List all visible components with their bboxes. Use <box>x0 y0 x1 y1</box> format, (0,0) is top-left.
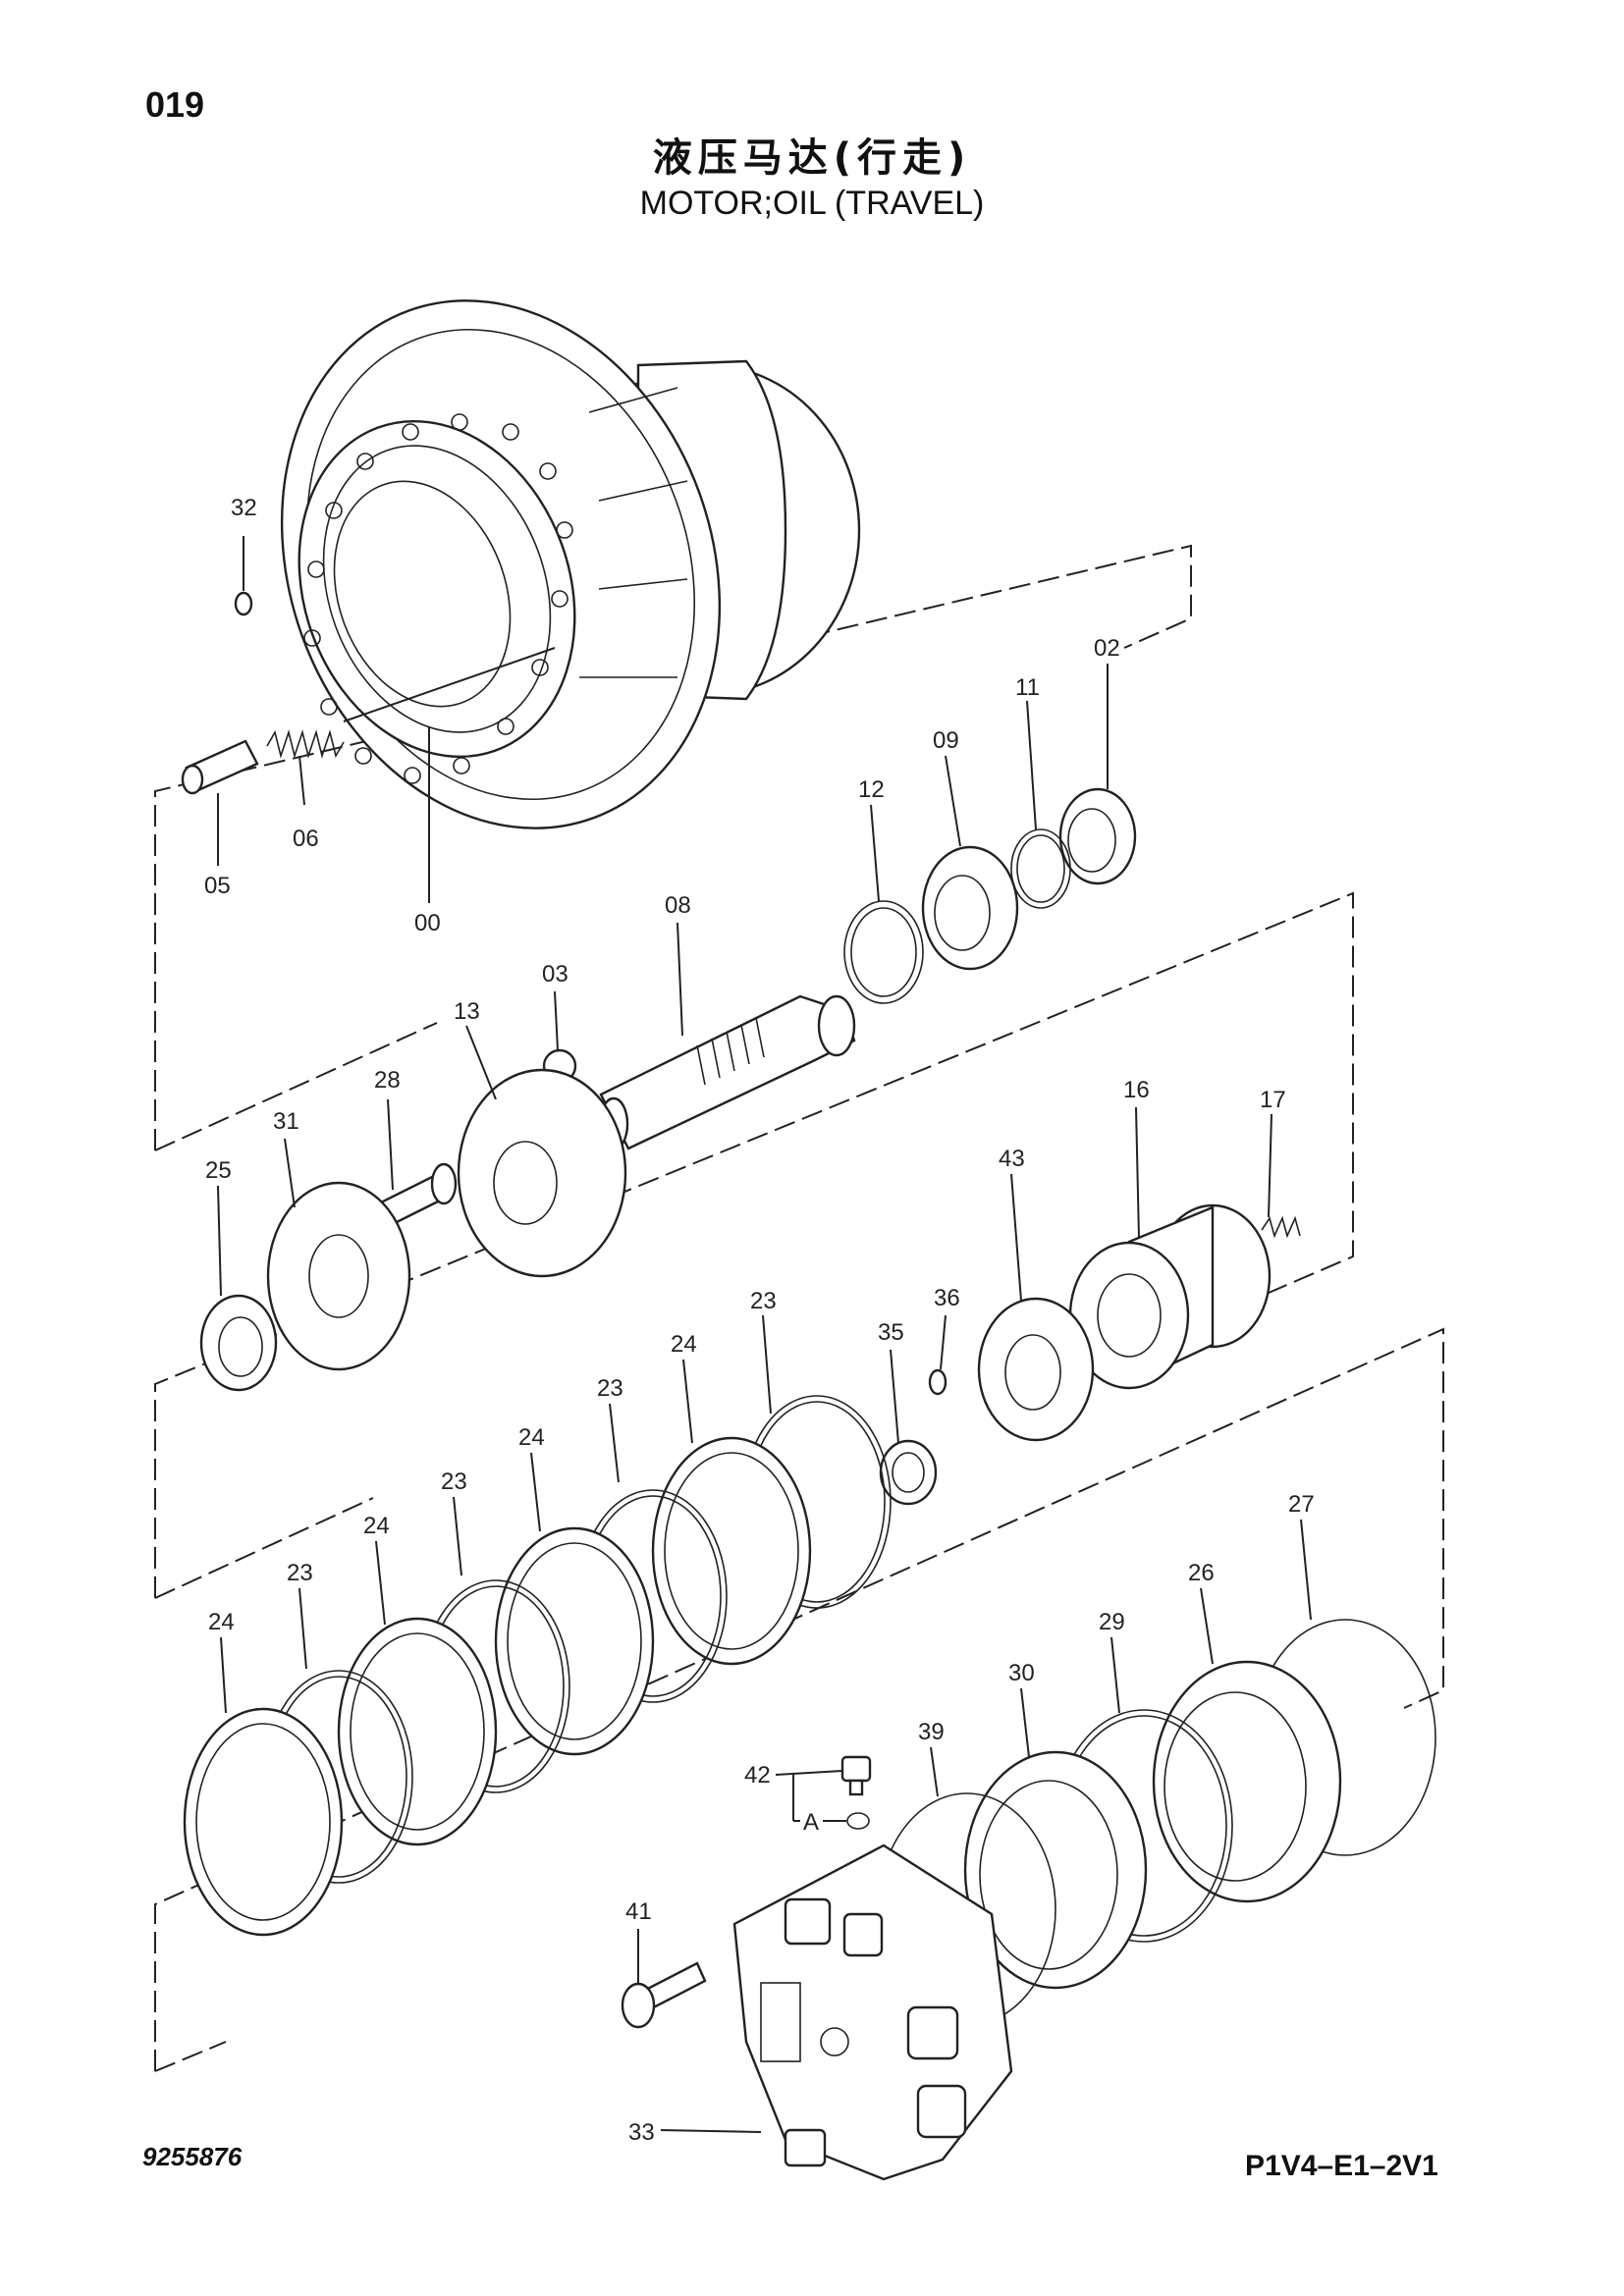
part-31-retainer-plate <box>266 1181 411 1371</box>
part-06-spring <box>266 729 345 759</box>
callout-16: 16 <box>1123 1077 1150 1103</box>
part-36-pin <box>928 1368 947 1396</box>
part-a-o-ring <box>846 1812 870 1830</box>
part-42-plug <box>840 1755 872 1796</box>
part-17-screw <box>1261 1215 1301 1239</box>
part-43-valve-plate <box>977 1297 1095 1442</box>
callout-33: 33 <box>628 2119 655 2146</box>
callout-02: 02 <box>1094 635 1120 662</box>
part-30-plate <box>963 1750 1148 1990</box>
title-english: MOTOR;OIL (TRAVEL) <box>639 185 985 222</box>
callout-29: 29 <box>1099 1609 1125 1635</box>
figure-code: P1V4–E1–2V1 <box>1245 2150 1438 2182</box>
part-13-plate <box>457 1068 627 1278</box>
part-stack-friction-plates <box>183 1395 892 1937</box>
callout-12: 12 <box>858 776 885 803</box>
part-08-shaft <box>598 994 856 1151</box>
part-32-plug <box>234 591 253 616</box>
callout-32: 32 <box>231 495 257 521</box>
document-number: 9255876 <box>142 2142 243 2171</box>
callout-26: 26 <box>1188 1560 1215 1586</box>
part-11-snap-ring <box>1010 828 1071 909</box>
callout-05: 05 <box>204 873 231 899</box>
callout-23-b: 23 <box>597 1375 623 1402</box>
leader-lines <box>217 536 1312 2133</box>
callout-a: A <box>803 1809 819 1836</box>
callout-08: 08 <box>665 892 691 919</box>
callout-24-d: 24 <box>208 1609 235 1635</box>
part-09-bearing <box>921 845 1019 971</box>
part-35-needle-bearing <box>879 1439 938 1506</box>
callout-17: 17 <box>1260 1087 1286 1113</box>
callout-28: 28 <box>374 1067 401 1094</box>
callout-43: 43 <box>999 1146 1025 1172</box>
part-00-housing <box>280 299 861 829</box>
callout-03: 03 <box>542 961 568 988</box>
callout-11: 11 <box>1015 674 1040 701</box>
callout-24-c: 24 <box>363 1513 390 1539</box>
part-26-brake-piston <box>1152 1660 1342 1903</box>
callout-24-a: 24 <box>671 1331 697 1358</box>
callout-06: 06 <box>293 826 319 852</box>
title-chinese: 液压马达(行走) <box>652 135 972 181</box>
callout-23-a: 23 <box>750 1288 777 1314</box>
part-25-ball-guide <box>199 1294 278 1392</box>
callout-23-c: 23 <box>441 1468 467 1495</box>
callout-41: 41 <box>625 1898 652 1925</box>
callout-25: 25 <box>205 1157 232 1184</box>
part-02-oil-seal <box>1058 787 1137 885</box>
callout-36: 36 <box>934 1285 960 1311</box>
callout-24-b: 24 <box>518 1424 545 1451</box>
callout-09: 09 <box>933 727 959 754</box>
callout-42: 42 <box>744 1762 771 1789</box>
callout-39: 39 <box>918 1719 945 1745</box>
part-callouts: 32 05 06 00 02 11 09 12 08 03 13 28 31 2… <box>204 495 1315 2146</box>
callout-30: 30 <box>1008 1660 1035 1686</box>
callout-35: 35 <box>878 1319 904 1346</box>
part-41-socket-bolt <box>621 1961 707 2029</box>
part-16-cylinder-block <box>1068 1203 1272 1390</box>
part-33-valve-cover <box>732 1843 1013 2181</box>
callout-31: 31 <box>273 1108 299 1135</box>
callout-13: 13 <box>454 998 480 1025</box>
part-05-piston <box>181 739 259 795</box>
callout-23-d: 23 <box>287 1560 313 1586</box>
callout-27: 27 <box>1288 1491 1315 1518</box>
callout-00: 00 <box>414 910 441 936</box>
part-12-snap-ring <box>843 900 924 1004</box>
page-number: 019 <box>145 84 205 125</box>
